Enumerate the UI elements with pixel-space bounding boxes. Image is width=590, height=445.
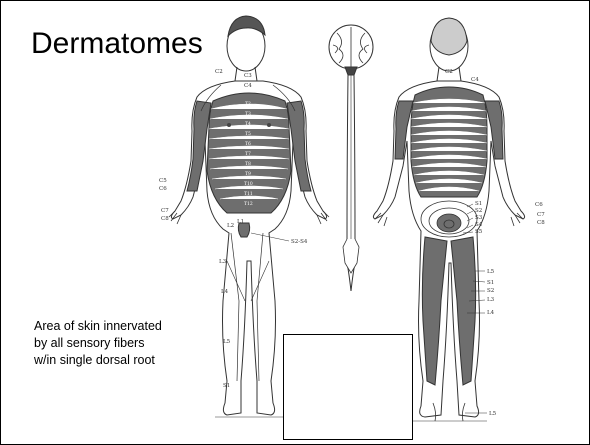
label-front-t12: T12 bbox=[244, 201, 253, 207]
label-back-c6: C6 bbox=[535, 202, 543, 208]
label-front-t3: T3 bbox=[245, 111, 251, 117]
label-back-c7: C7 bbox=[537, 212, 545, 218]
label-back-c2: C2 bbox=[445, 69, 453, 75]
label-back-l5: L5 bbox=[487, 269, 495, 275]
spinal-cord bbox=[329, 25, 373, 291]
caption-line-1: Area of skin innervated bbox=[34, 318, 234, 335]
caption-line-2: by all sensory fibers bbox=[34, 335, 234, 352]
label-back-l5b: L5 bbox=[489, 411, 497, 417]
label-back-s1b: S1 bbox=[487, 280, 494, 286]
label-front-t6: T6 bbox=[245, 141, 251, 147]
label-front-l3: L3 bbox=[219, 259, 227, 265]
label-front-c3: C3 bbox=[244, 73, 252, 79]
cauda-equina bbox=[343, 239, 359, 273]
label-front-t7: T7 bbox=[245, 151, 251, 157]
front-groin-shading bbox=[238, 223, 249, 237]
label-front-l4: L4 bbox=[221, 289, 229, 295]
label-front-c7: C7 bbox=[161, 208, 169, 214]
label-back-c8: C8 bbox=[537, 220, 545, 226]
definition-caption: Area of skin innervated by all sensory f… bbox=[34, 318, 234, 369]
front-nipple-left bbox=[227, 123, 231, 127]
blank-placeholder-box bbox=[283, 334, 413, 440]
label-front-l1: L1 bbox=[237, 219, 244, 225]
label-front-t11: T11 bbox=[244, 191, 253, 197]
label-front-c2: C2 bbox=[215, 69, 223, 75]
label-back-l4: L4 bbox=[487, 310, 495, 316]
label-back-l3: L3 bbox=[487, 297, 495, 303]
label-front-c8: C8 bbox=[161, 216, 169, 222]
label-front-c4: C4 bbox=[244, 83, 252, 89]
label-front-t10: T10 bbox=[244, 181, 253, 187]
label-back-s5: S5 bbox=[475, 229, 483, 235]
label-front-t8: T8 bbox=[245, 161, 251, 167]
label-back-s2: S2 bbox=[475, 208, 482, 214]
back-hair bbox=[431, 18, 467, 55]
label-front-t4: T4 bbox=[245, 121, 251, 127]
label-front-c5: C5 bbox=[159, 178, 167, 184]
label-front-s1: S1 bbox=[223, 383, 230, 389]
label-back-s4: S4 bbox=[475, 222, 483, 228]
brainstem bbox=[345, 67, 357, 75]
caption-line-3: w/in single dorsal root bbox=[34, 352, 234, 369]
label-back-s1: S1 bbox=[475, 201, 482, 207]
label-front-t2: T2 bbox=[245, 101, 251, 107]
label-front-t9: T9 bbox=[245, 171, 251, 177]
label-back-s2b: S2 bbox=[487, 288, 494, 294]
label-back-s3: S3 bbox=[475, 215, 483, 221]
slide-title: Dermatomes bbox=[31, 29, 203, 59]
label-front-l2: L2 bbox=[227, 223, 234, 229]
front-nipple-right bbox=[267, 123, 271, 127]
label-front-s2s4: S2-S4 bbox=[291, 239, 308, 245]
label-back-c4: C4 bbox=[471, 77, 479, 83]
label-front-c6: C6 bbox=[159, 186, 167, 192]
label-front-t5: T5 bbox=[245, 131, 251, 137]
